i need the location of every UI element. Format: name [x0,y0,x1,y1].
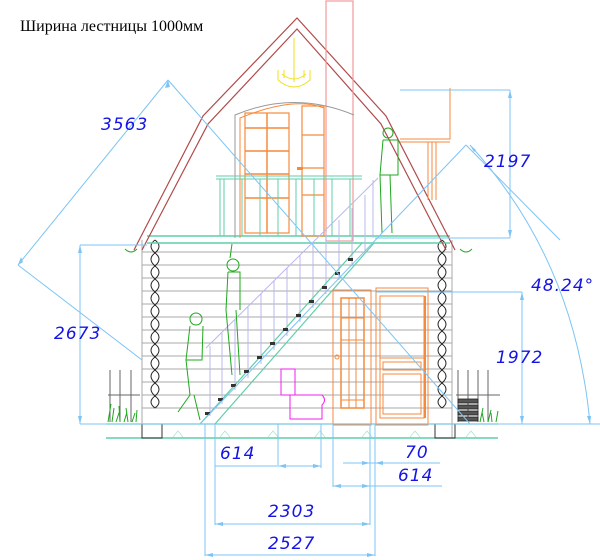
chandelier [277,38,311,88]
person-standing [379,127,399,234]
roof [133,17,456,251]
dim-stair-total: 2527 [268,534,316,554]
ground-line [106,423,498,439]
dim-attic-height: 2197 [484,152,532,172]
grass [107,403,499,423]
dimension-lines [17,79,600,556]
bathroom-door [332,289,372,426]
toilet [280,368,325,420]
fence-left [108,370,140,422]
dim-stair-offset-left: 614 [220,444,256,464]
drawing-title: Ширина лестницы 1000мм [20,18,204,35]
person-walking [177,312,204,421]
log-pile [457,398,479,422]
dim-ground-floor-height: 2673 [54,324,102,344]
chimney [325,0,354,242]
balcony-railing [216,175,362,236]
dormer-balcony [400,88,451,200]
dim-stair-run: 2303 [268,502,316,522]
person-climbing [225,243,241,376]
dim-stair-offset-right: 614 [398,466,434,486]
stair-railing [205,177,379,416]
dim-stair-angle: 48.24° [531,276,595,296]
entrance-door [375,287,429,426]
attic-floor-slab [147,235,450,244]
dimension-arrows [18,80,591,557]
dim-door-height: 1972 [496,348,544,368]
dim-step-70: 70 [405,443,429,463]
balcony-door [234,102,355,238]
gutter [124,248,473,253]
dim-roof-slope: 3563 [101,115,149,135]
